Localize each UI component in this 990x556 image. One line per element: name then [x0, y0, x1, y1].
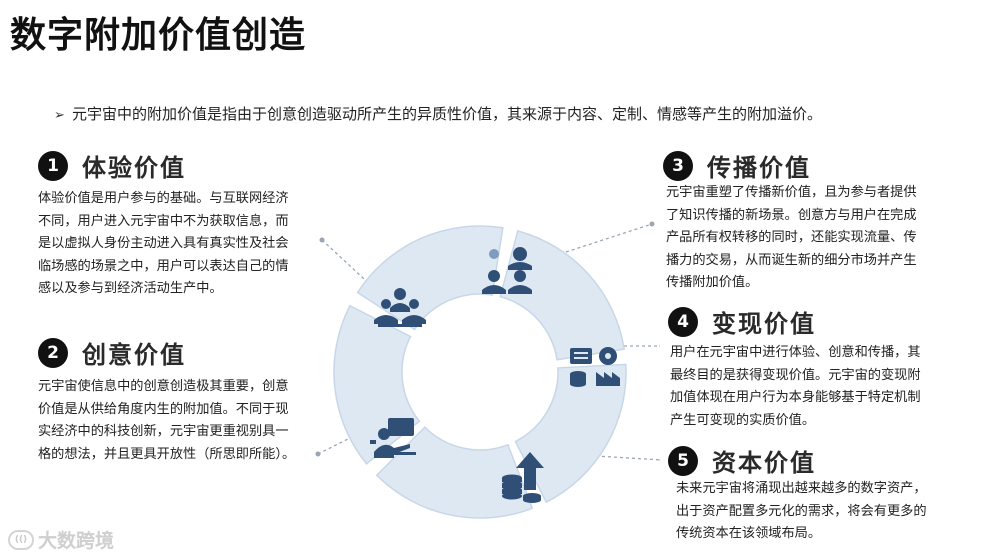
- watermark-logo-icon: ((): [8, 529, 34, 550]
- ring-segment-experience: [356, 225, 504, 331]
- section-body-creativity: 元宇宙使信息中的创意创造极其重要，创意 价值是从供给角度内生的附加值。不同于现 …: [38, 376, 295, 466]
- section-title-communication: 传播价值: [707, 154, 811, 182]
- section-number-5: 5: [668, 445, 698, 476]
- body-line: 格的想法，并且更具开放性（所思即所能）。: [38, 446, 296, 462]
- money-growth-icon: [502, 452, 544, 503]
- watermark: (() 大数跨境: [8, 526, 114, 553]
- leader-dot: [659, 458, 660, 462]
- section-number-2: 2: [38, 337, 68, 368]
- body-line: 未来元宇宙将涌现出越来越多的数字资产，: [676, 481, 927, 496]
- leader-dots: [315, 221, 660, 462]
- presenter-icon: [370, 418, 416, 458]
- section-4-header: 4 变现价值: [668, 304, 816, 339]
- body-line: 价值是从供给角度内生的附加值。不同于现: [38, 401, 289, 417]
- leader-dot: [659, 344, 660, 348]
- people-group-icon: [374, 288, 426, 327]
- body-line: 传统资本在该领域布局。: [676, 526, 822, 541]
- page-title: 数字附加价值创造: [10, 15, 307, 56]
- section-title-experience: 体验价值: [82, 154, 186, 182]
- section-number-3: 3: [663, 150, 693, 181]
- leader-dot: [315, 451, 321, 457]
- leader-line-capital: [595, 455, 660, 461]
- body-line: 了知识传播的新场景。创意方与用户在完成: [666, 207, 917, 223]
- body-line: 是以虚拟人身份主动进入具有真实性及社会: [38, 236, 289, 251]
- body-line: 产生可变现的实质价值。: [670, 412, 816, 428]
- section-body-communication: 元宇宙重塑了传播新价值，且为参与者提供 了知识传播的新场景。创意方与用户在完成 …: [666, 182, 917, 295]
- user-group-icon: [482, 247, 532, 294]
- section-2-header: 2 创意价值: [38, 335, 186, 370]
- data-devices-icon: [570, 347, 620, 387]
- leader-dot: [649, 221, 655, 227]
- section-title-creativity: 创意价值: [82, 341, 186, 369]
- intro-bullet: ➢ 元宇宙中的附加价值是指由于创意创造驱动所产生的异质性价值，其来源于内容、定制、…: [54, 103, 954, 124]
- section-body-experience: 体验价值是用户参与的基础。与互联网经济 不同，用户进入元宇宙中不为获取信息，而 …: [38, 188, 289, 301]
- body-line: 用户在元宇宙中进行体验、创意和传播，其: [670, 345, 921, 360]
- section-1-header: 1 体验价值: [38, 148, 186, 183]
- section-body-capital: 未来元宇宙将涌现出越来越多的数字资产， 出于资产配置多元化的需求，将会有更多的 …: [676, 478, 927, 546]
- section-title-monetization: 变现价值: [712, 310, 816, 338]
- body-line: 元宇宙使信息中的创意创造极其重要，创意: [38, 379, 289, 394]
- body-line: 传播附加价值。: [666, 275, 759, 290]
- body-line: 不同，用户进入元宇宙中不为获取信息，而: [38, 213, 289, 229]
- section-title-capital: 资本价值: [712, 449, 816, 477]
- body-line: 产品所有权转移的同时，还能实现流量、传: [666, 230, 917, 245]
- section-number-4: 4: [668, 306, 698, 337]
- body-line: 临场感的场景之中，用户可以表达自己的情: [38, 258, 289, 274]
- ring-segment-capital: [375, 426, 534, 519]
- intro-text: 元宇宙中的附加价值是指由于创意创造驱动所产生的异质性价值，其来源于内容、定制、情…: [72, 105, 823, 123]
- body-line: 出于资产配置多元化的需求，将会有更多的: [676, 503, 927, 519]
- body-line: 实经济中的科技创新，元宇宙更重视别具一: [38, 424, 289, 439]
- value-ring-diagram: [315, 221, 660, 519]
- leader-dot: [319, 237, 325, 243]
- arrow-bullet-icon: ➢: [54, 108, 65, 123]
- section-3-header: 3 传播价值: [663, 148, 811, 183]
- ring-segment-communication: [499, 230, 626, 361]
- body-line: 感以及参与到经济活动生产中。: [38, 281, 223, 296]
- body-line: 体验价值是用户参与的基础。与互联网经济: [38, 191, 289, 206]
- leader-line-communication: [565, 223, 653, 253]
- body-line: 加值体现在用户行为本身能够基于特定机制: [670, 390, 921, 405]
- body-line: 最终目的是获得变现价值。元宇宙的变现附: [670, 367, 921, 383]
- watermark-text: 大数跨境: [38, 530, 115, 552]
- body-line: 播力的交易，从而诞生新的细分市场并产生: [666, 252, 917, 268]
- body-line: 元宇宙重塑了传播新价值，且为参与者提供: [666, 185, 917, 200]
- section-5-header: 5 资本价值: [668, 443, 816, 478]
- section-body-monetization: 用户在元宇宙中进行体验、创意和传播，其 最终目的是获得变现价值。元宇宙的变现附 …: [670, 342, 921, 432]
- section-number-1: 1: [38, 150, 68, 181]
